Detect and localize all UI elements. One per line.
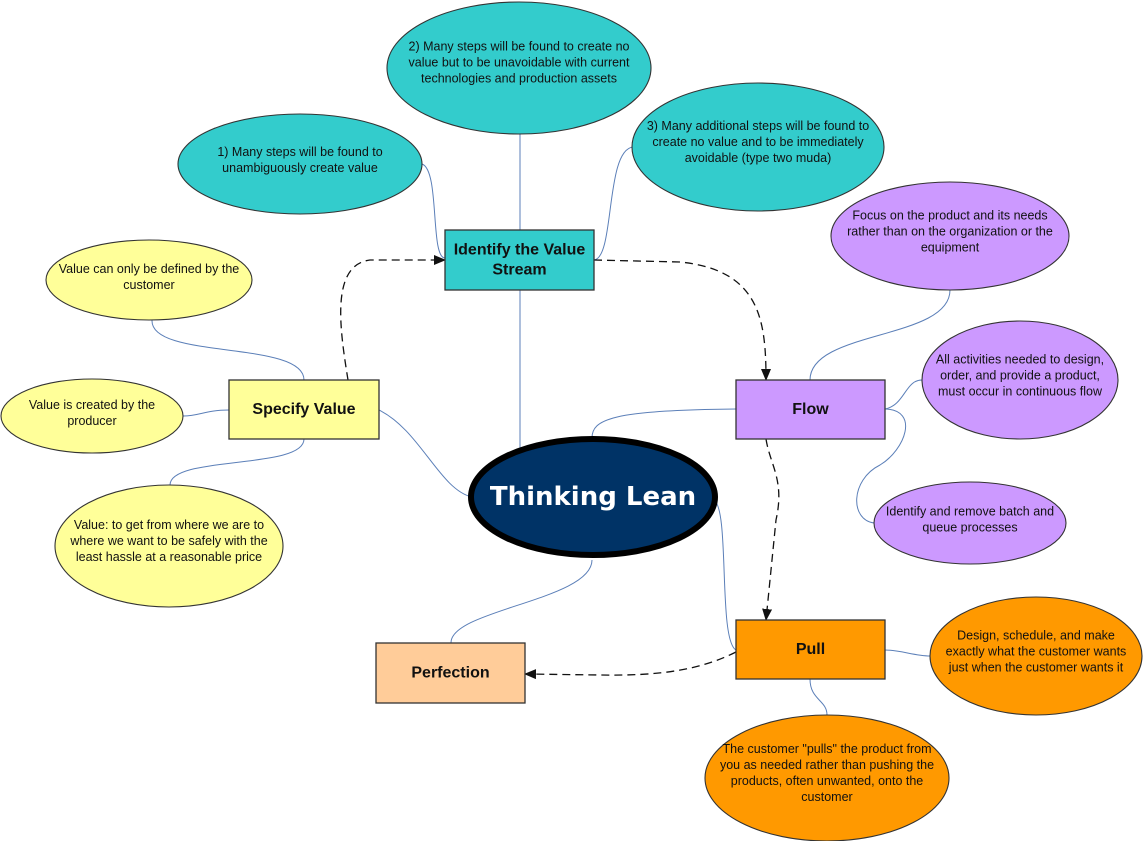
connector-specify-value-to-sv-note-1 [151, 319, 305, 381]
connector-thinking-lean-to-perfection [450, 559, 593, 644]
center-node-thinking-lean[interactable]: Thinking Lean [468, 436, 718, 558]
node-text-line: Identify and remove batch and [886, 505, 1054, 519]
note-bubble-shape [45, 239, 253, 321]
node-text-line: create no value and to be immediately [652, 135, 864, 149]
sequence-arrow-specify-value-to-identify-value-stream [340, 255, 446, 381]
node-text-line: 1) Many steps will be found to [217, 145, 382, 159]
node-text-line: Value: to get from where we are to [74, 518, 264, 532]
node-text-line: you as needed rather than pushing the [720, 758, 934, 772]
principle-box-shape [228, 379, 380, 440]
node-text-line: Identify the Value [454, 242, 586, 259]
note-bubble-shape [631, 82, 885, 212]
node-text-line: least hassle at a reasonable price [76, 550, 262, 564]
note-bubble-flow-note-2[interactable]: All activities needed to design, order, a… [921, 320, 1119, 440]
connector-thinking-lean-to-flow [591, 408, 737, 439]
principle-label: Specify Value [252, 401, 355, 418]
center-ellipse [468, 436, 718, 558]
principle-box-flow[interactable]: Flow [735, 379, 886, 440]
note-bubble-sv-note-1[interactable]: Value can only be defined by the customer [45, 239, 253, 321]
principle-box-pull[interactable]: Pull [735, 619, 886, 680]
connector-identify-value-stream-to-vs-note-1 [421, 163, 446, 259]
connector-thinking-lean-to-pull [713, 499, 737, 651]
connector-thinking-lean-to-specify-value [378, 409, 473, 498]
node-text-line: Value can only be defined by the [59, 262, 240, 276]
node-text-line: The customer "pulls" the product from [723, 742, 932, 756]
node-text-line: Value is created by the [29, 398, 155, 412]
node-text-line: queue processes [922, 521, 1017, 535]
note-bubble-flow-note-3[interactable]: Identify and remove batch and queue proce… [873, 481, 1067, 565]
node-text-line: must occur in continuous flow [938, 384, 1103, 398]
connector-pull-to-pull-note-1 [884, 649, 931, 657]
node-text-line: value but to be unavoidable with current [409, 56, 631, 70]
node-text-line: Stream [492, 262, 546, 279]
node-text-line: where we want to be safely with the [69, 534, 267, 548]
node-text-line: exactly what the customer wants [946, 644, 1127, 658]
note-bubble-shape [386, 1, 652, 135]
connector-flow-to-flow-note-1 [809, 289, 951, 381]
connector-pull-to-pull-note-2 [809, 678, 828, 716]
connector-specify-value-to-sv-note-2 [182, 409, 230, 417]
note-bubble-pull-note-1[interactable]: Design, schedule, and make exactly what t… [929, 596, 1143, 716]
node-text-line: technologies and production assets [421, 72, 617, 86]
connector-flow-to-flow-note-2 [884, 379, 923, 410]
note-bubble-sv-note-3[interactable]: Value: to get from where we are to where … [54, 484, 284, 608]
node-text-line: products, often unwanted, onto the [731, 774, 924, 788]
note-bubble-shape [54, 484, 284, 608]
note-bubble-shape [929, 596, 1143, 716]
principle-box-shape [735, 379, 886, 440]
note-bubble-shape [830, 181, 1070, 291]
principle-box-perfection[interactable]: Perfection [375, 642, 526, 704]
node-text-line: customer [123, 278, 174, 292]
node-text-line: customer [801, 790, 852, 804]
connector-flow-to-flow-note-3 [856, 408, 906, 524]
connector-specify-value-to-sv-note-3 [169, 438, 305, 486]
principle-label: Pull [796, 641, 825, 658]
node-text-line: producer [67, 414, 116, 428]
principle-label: Perfection [411, 665, 489, 682]
note-bubble-vs-note-1[interactable]: 1) Many steps will be found to unambiguou… [177, 113, 423, 215]
principle-box-shape [444, 229, 595, 291]
note-bubble-shape [0, 378, 184, 454]
note-bubble-shape [873, 481, 1067, 565]
center-title: Thinking Lean [490, 482, 696, 512]
note-bubble-flow-note-1[interactable]: Focus on the product and its needs rather… [830, 181, 1070, 291]
sequence-arrow-pull-to-perfection [524, 651, 737, 680]
node-text-line: 2) Many steps will be found to create no [409, 40, 630, 54]
sequence-arrows [340, 255, 780, 680]
note-bubble-vs-note-2[interactable]: 2) Many steps will be found to create no… [386, 1, 652, 135]
node-text-line: Design, schedule, and make [957, 628, 1115, 642]
note-bubble-shape [177, 113, 423, 215]
node-text-line: order, and provide a product, [940, 368, 1100, 382]
principle-box-specify-value[interactable]: Specify Value [228, 379, 380, 440]
sequence-arrow-identify-value-stream-to-flow [593, 259, 771, 381]
note-bubble-pull-note-2[interactable]: The customer "pulls" the product from you… [704, 714, 950, 841]
note-bubble-vs-note-3[interactable]: 3) Many additional steps will be found t… [631, 82, 885, 212]
node-text-line: avoidable (type two muda) [685, 151, 832, 165]
node-text-line: 3) Many additional steps will be found t… [647, 119, 869, 133]
connector-identify-value-stream-to-vs-note-3 [593, 146, 634, 261]
node-text-line: Focus on the product and its needs [852, 209, 1047, 223]
principle-box-shape [735, 619, 886, 680]
note-bubble-shape [704, 714, 950, 841]
note-bubble-sv-note-2[interactable]: Value is created by the producer [0, 378, 184, 454]
node-text-line: All activities needed to design, [936, 352, 1104, 366]
principle-label: Flow [792, 401, 829, 418]
node-text-line: equipment [921, 241, 980, 255]
sequence-arrow-flow-to-pull [762, 438, 780, 621]
principle-box-shape [375, 642, 526, 704]
connectors [151, 134, 951, 716]
note-bubble-shape [921, 320, 1119, 440]
node-text-line: unambiguously create value [222, 161, 378, 175]
node-text-line: just when the customer wants it [948, 660, 1124, 674]
node-text-line: rather than on the organization or the [847, 225, 1053, 239]
